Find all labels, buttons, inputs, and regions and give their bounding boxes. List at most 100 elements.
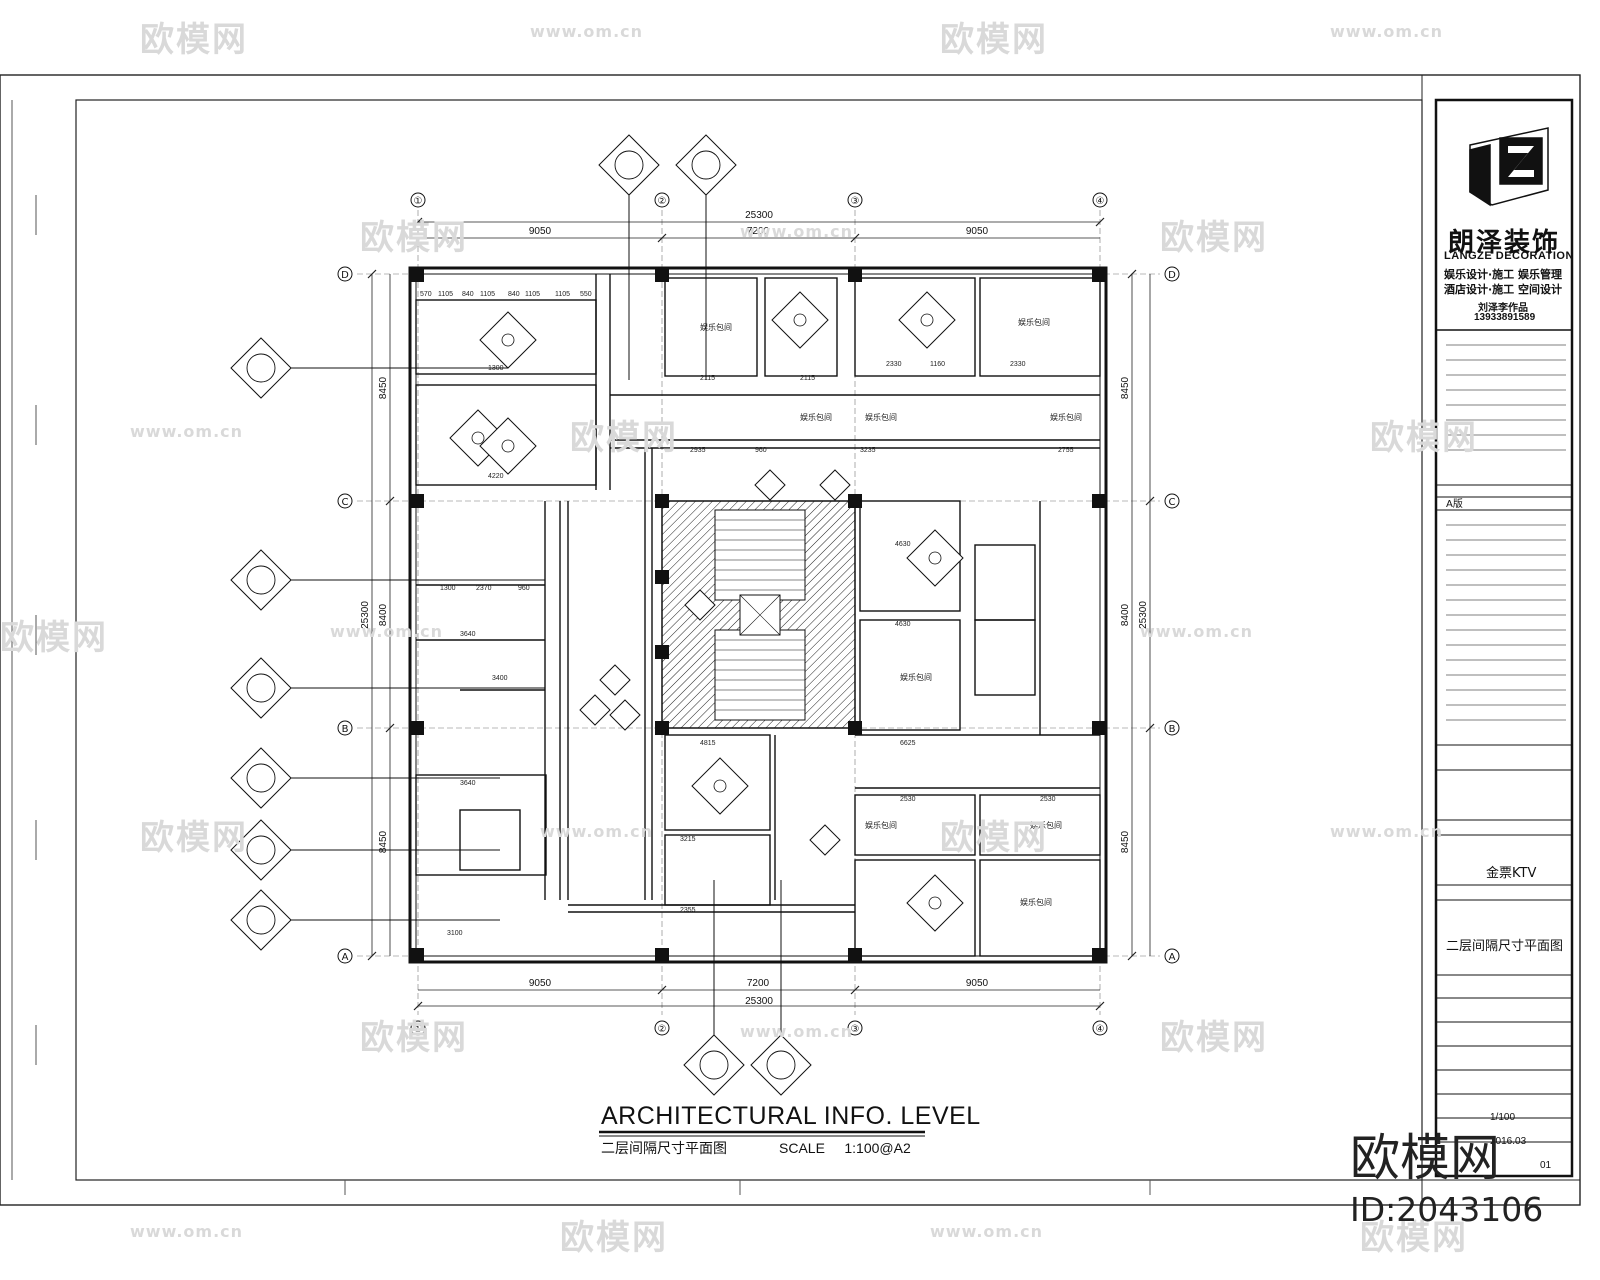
room-label: 娱乐包间 [865, 412, 897, 422]
axis-label-4-bottom: ④ [1096, 1024, 1105, 1035]
svg-text:570: 570 [420, 291, 432, 298]
watermark-logo: 欧模网 [140, 818, 248, 858]
dimension-right-overall: 25300 [1138, 601, 1149, 629]
svg-text:1105: 1105 [525, 291, 540, 298]
svg-text:2115: 2115 [800, 375, 815, 382]
axis-label-2-bottom: ② [658, 1024, 667, 1035]
room-label: 娱乐包间 [1018, 317, 1050, 327]
dimension-lines [371, 221, 1151, 1007]
dimension-left-1: 8450 [378, 376, 389, 399]
room-labels: 娱乐包间 娱乐包间 娱乐包间 娱乐包间 娱乐包间 娱乐包间 娱乐包间 娱乐包间 … [700, 317, 1082, 907]
room-label: 娱乐包间 [900, 672, 932, 682]
svg-text:6625: 6625 [900, 740, 916, 747]
version-label: A版 [1446, 499, 1463, 510]
outer-walls [408, 266, 1108, 964]
dimension-bay-2-bottom: 7200 [747, 978, 770, 989]
drawing-scale: SCALE 1:100@A2 [779, 1140, 911, 1156]
dimension-bay-3-bottom: 9050 [966, 978, 989, 989]
dimension-overall-bottom: 25300 [745, 996, 773, 1007]
room-label: 娱乐包间 [800, 412, 832, 422]
dimension-bay-1-bottom: 9050 [529, 978, 552, 989]
dimension-right-1: 8450 [1120, 376, 1131, 399]
axis-label-A-left: A [342, 952, 349, 963]
dimension-left-3: 8450 [378, 830, 389, 853]
watermark-logo: 欧模网 [360, 218, 468, 258]
watermark-url: www.om.cn [740, 1022, 854, 1041]
company-logo [1469, 127, 1549, 207]
watermark-url: www.om.cn [530, 22, 644, 41]
svg-text:2370: 2370 [476, 585, 492, 592]
svg-text:840: 840 [462, 291, 474, 298]
room-label: 娱乐包间 [865, 820, 897, 830]
room-label: 娱乐包间 [1020, 897, 1052, 907]
interior-elevation-markers [449, 291, 964, 932]
axis-label-1-top: ① [414, 196, 423, 207]
axis-label-C-left: C [342, 497, 349, 508]
axis-label-4-top: ④ [1096, 196, 1105, 207]
watermark-logo: 欧模网 [0, 618, 108, 658]
dimension-bay-1-top: 9050 [529, 226, 552, 237]
svg-text:3640: 3640 [460, 631, 476, 638]
watermark-url: www.om.cn [1140, 622, 1254, 641]
dimension-overall-top: 25300 [745, 210, 773, 221]
corner-watermark-id: ID:2043106 [1350, 1190, 1544, 1229]
svg-text:1105: 1105 [438, 291, 453, 298]
core-shaft [661, 500, 856, 729]
watermark-logo: 欧模网 [1370, 418, 1478, 458]
room-label: 娱乐包间 [1050, 412, 1082, 422]
project-name: 金票KTV [1486, 866, 1537, 881]
watermark-logo: 欧模网 [140, 20, 248, 60]
watermark-url: www.om.cn [540, 822, 654, 841]
company-name-en: LANGZE DECORATION [1444, 250, 1574, 262]
columns [410, 268, 1106, 962]
watermark-logo: 欧模网 [940, 20, 1048, 60]
sheet-number: 01 [1540, 1160, 1552, 1171]
watermark-logo: 欧模网 [360, 1018, 468, 1058]
axis-label-1-bottom: ① [414, 1024, 423, 1035]
watermark-url: www.om.cn [130, 422, 244, 441]
room-label: 娱乐包间 [1030, 820, 1062, 830]
watermark-logo: 欧模网 [560, 1218, 668, 1258]
svg-text:3400: 3400 [492, 675, 508, 682]
axis-label-D-right: D [1168, 270, 1176, 281]
dimension-left-2: 8400 [378, 603, 389, 626]
svg-text:840: 840 [508, 291, 520, 298]
svg-text:4630: 4630 [895, 621, 911, 628]
svg-text:2115: 2115 [700, 375, 715, 382]
svg-text:2530: 2530 [1040, 796, 1056, 803]
svg-text:2530: 2530 [900, 796, 916, 803]
svg-text:2330: 2330 [1010, 361, 1026, 368]
company-name-cn: 朗泽装饰 [1448, 228, 1561, 258]
dimension-text: 25300 9050 7200 9050 9050 7200 9050 2530… [529, 210, 989, 1007]
svg-text:2935: 2935 [690, 447, 706, 454]
svg-text:1105: 1105 [555, 291, 570, 298]
corner-watermark-brand: 欧模网 [1350, 1129, 1500, 1187]
axis-label-B-right: B [1169, 724, 1176, 735]
watermark-logo: 欧模网 [1160, 218, 1268, 258]
svg-text:3640: 3640 [460, 780, 476, 787]
watermark-url: www.om.cn [130, 1222, 244, 1241]
axis-label-3-bottom: ③ [851, 1024, 860, 1035]
svg-text:2355: 2355 [680, 907, 696, 914]
svg-text:2755: 2755 [1058, 447, 1074, 454]
svg-text:4630: 4630 [895, 541, 911, 548]
sheet-scale: 1/100 [1490, 1112, 1516, 1123]
watermark-url: www.om.cn [930, 1222, 1044, 1241]
designer-name: 刘泽李作品 [1478, 303, 1528, 314]
interior-walls [415, 274, 1101, 957]
axis-label-A-right: A [1169, 952, 1176, 963]
svg-text:4220: 4220 [488, 473, 504, 480]
scale-label: SCALE [779, 1140, 825, 1156]
watermark-url: www.om.cn [330, 622, 444, 641]
svg-text:3215: 3215 [680, 836, 696, 843]
dimension-bay-3-top: 9050 [966, 226, 989, 237]
room-label: 娱乐包间 [700, 322, 732, 332]
drawing-name: 二层间隔尺寸平面图 [1446, 939, 1564, 954]
watermark-logo: 欧模网 [940, 818, 1048, 858]
grid-bubbles [337, 192, 1180, 1036]
dimension-left-overall: 25300 [360, 601, 371, 629]
svg-text:2330: 2330 [886, 361, 902, 368]
drawing-subtitle: 二层间隔尺寸平面图 [601, 1140, 727, 1156]
